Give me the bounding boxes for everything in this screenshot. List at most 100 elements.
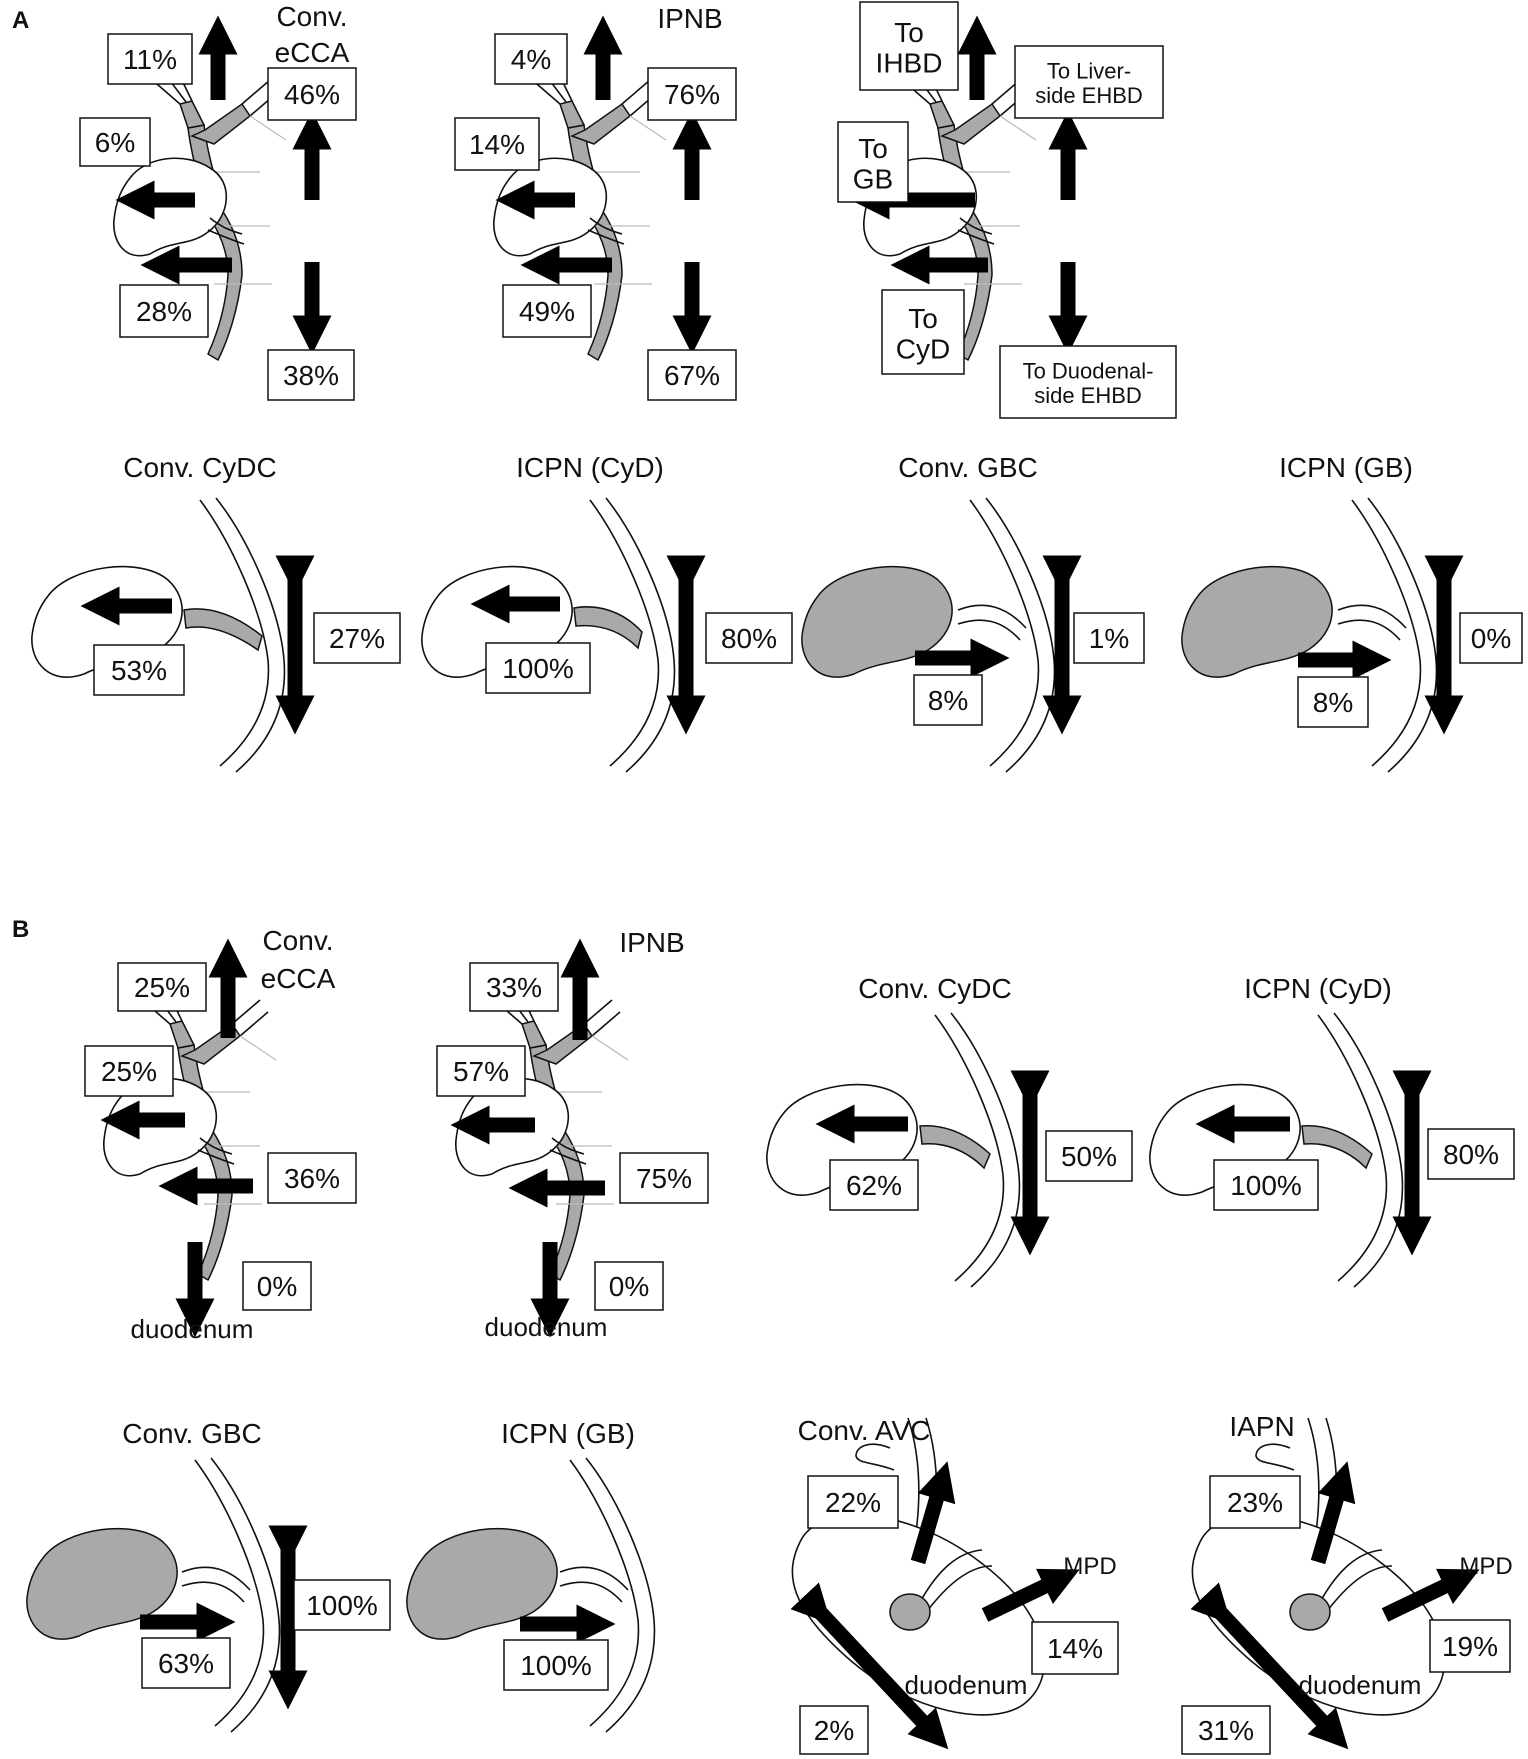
a-legend-to-cyd-line1: To: [908, 303, 938, 334]
a-conv-cydc-gb-pct: 53%: [93, 644, 185, 696]
b-icpn-gb-cyd-pct-text: 100%: [520, 1650, 592, 1681]
b-icpn-gb-title: ICPN (GB): [501, 1418, 635, 1449]
a-conv-gbc-gb: [801, 565, 953, 678]
b-conv-ecca-title-1: Conv.: [262, 925, 333, 956]
b-conv-ecca-cyd-pct: 36%: [267, 1152, 357, 1204]
b-conv-ecca-bile-tree: [102, 987, 277, 1281]
a-icpn-cyd-title: ICPN (CyD): [516, 452, 664, 483]
b-conv-ecca-duod-pct: 0%: [242, 1261, 312, 1311]
b-conv-avc-cbd-pct: 22%: [807, 1475, 899, 1529]
b-icpn-cyd-cystic-duct: [1301, 1125, 1373, 1170]
a-legend-to-ihbd-line2: IHBD: [876, 48, 943, 79]
b-icpn-cyd-gb-pct: 100%: [1213, 1159, 1319, 1211]
b-conv-gbc-gb: [26, 1527, 178, 1640]
b-conv-avc-mpd-label: MPD: [1063, 1553, 1116, 1580]
b-conv-cydc-ehbd-pct: 50%: [1045, 1130, 1133, 1182]
a-conv-gbc-ehbd-pct: 1%: [1073, 612, 1145, 664]
b-icpn-gb-cbd: [569, 1457, 656, 1733]
b-iapn-cbd-arrow: [1310, 1461, 1356, 1565]
a-conv-cydc-cystic-duct: [183, 608, 263, 652]
b-conv-avc-title: Conv. AVC: [798, 1415, 931, 1446]
b-ipnb-ihbd-pct-text: 33%: [486, 972, 542, 1003]
b-conv-ecca-gb-pct-text: 25%: [101, 1056, 157, 1087]
a-ipnb-liver-pct-text: 76%: [664, 79, 720, 110]
b-iapn-cbd-pct: 23%: [1209, 1475, 1301, 1529]
a-icpn-gb-ehbd-pct-text: 0%: [1471, 623, 1511, 654]
a-conv-ecca-duod-pct-text: 38%: [283, 360, 339, 391]
b-conv-gbc-title: Conv. GBC: [122, 1418, 262, 1449]
a-conv-ecca-cyd-pct: 28%: [119, 284, 209, 338]
b-ipnb-cyd-pct: 75%: [619, 1152, 709, 1204]
a-conv-ecca-gb-pct: 6%: [79, 117, 151, 167]
a-legend-to-gb-line2: GB: [853, 164, 893, 195]
a-conv-cydc-ehbd-pct: 27%: [313, 612, 401, 664]
panel-letter-b: B: [12, 916, 29, 943]
b-icpn-gb-cyd-pct: 100%: [503, 1639, 609, 1691]
b-conv-ecca-cyd-pct-text: 36%: [284, 1163, 340, 1194]
a-icpn-cyd-gb-pct: 100%: [485, 642, 591, 694]
a-conv-gbc-ehbd-pct-text: 1%: [1089, 623, 1129, 654]
b-ipnb-gb-pct: 57%: [436, 1045, 526, 1097]
a-conv-ecca-ihbd-pct: 11%: [107, 33, 193, 85]
a-ipnb-gb-pct-text: 14%: [469, 129, 525, 160]
a-ipnb-liver-pct: 76%: [647, 67, 737, 121]
a-ipnb-title: IPNB: [657, 3, 722, 34]
b-iapn-duod-pct-text: 31%: [1198, 1715, 1254, 1746]
b-conv-ecca-gb-pct: 25%: [84, 1045, 174, 1097]
b-conv-ecca-ihbd-pct: 25%: [117, 962, 207, 1012]
b-conv-ecca-title-2: eCCA: [261, 963, 336, 994]
b-conv-ecca-duod-pct-text: 0%: [257, 1271, 297, 1302]
b-ipnb-bile-tree: [454, 987, 629, 1281]
a-icpn-cyd-ehbd-pct: 80%: [705, 612, 793, 664]
a-conv-cydc-title: Conv. CyDC: [123, 452, 277, 483]
b-icpn-gb-gb: [406, 1527, 558, 1640]
a-icpn-cyd-ehbd-pct-text: 80%: [721, 623, 777, 654]
b-conv-avc-cbd-arrow: [910, 1461, 956, 1565]
a-conv-cydc-gb-pct-text: 53%: [111, 655, 167, 686]
a-conv-ecca-cyd-pct-text: 28%: [136, 296, 192, 327]
b-conv-gbc-cyd-pct-text: 63%: [158, 1648, 214, 1679]
a-icpn-gb-title: ICPN (GB): [1279, 452, 1413, 483]
a-conv-gbc-cbd: [969, 497, 1056, 773]
a-ipnb-cyd-pct: 49%: [502, 284, 592, 338]
a-icpn-gb-ehbd-pct: 0%: [1459, 612, 1523, 664]
b-iapn-duodenum-label: duodenum: [1299, 1670, 1422, 1700]
a-legend-to-duod-line1: To Duodenal-: [1023, 359, 1154, 384]
b-iapn-mpd-pct: 19%: [1429, 1619, 1511, 1673]
a-icpn-gb-cyd-pct: 8%: [1297, 676, 1369, 728]
b-iapn-mpd-pct-text: 19%: [1442, 1631, 1498, 1662]
b-ipnb-cyd-pct-text: 75%: [636, 1163, 692, 1194]
a-legend-to-liver: To Liver-side EHBD: [1014, 45, 1164, 119]
b-conv-cydc-cystic-duct: [919, 1125, 991, 1170]
a-conv-gbc-title: Conv. GBC: [898, 452, 1038, 483]
a-legend-to-liver-line2: side EHBD: [1035, 83, 1143, 108]
a-legend-to-gb-line1: To: [858, 133, 888, 164]
b-iapn-duod-pct: 31%: [1181, 1705, 1271, 1755]
b-conv-cydc-title: Conv. CyDC: [858, 973, 1012, 1004]
b-conv-avc-duod-arrow: [790, 1582, 949, 1750]
a-conv-cydc-ehbd-pct-text: 27%: [329, 623, 385, 654]
a-icpn-gb-cyd-pct-text: 8%: [1313, 687, 1353, 718]
a-conv-ecca-duod-pct: 38%: [267, 349, 355, 401]
b-icpn-cyd-ehbd-pct: 80%: [1427, 1128, 1515, 1180]
b-iapn-duod-arrow: [1190, 1582, 1349, 1750]
b-iapn-mpd-label: MPD: [1459, 1553, 1512, 1580]
b-ipnb-gb-pct-text: 57%: [453, 1056, 509, 1087]
b-ipnb-title: IPNB: [619, 927, 684, 958]
b-conv-avc-duod-pct-text: 2%: [814, 1715, 854, 1746]
b-icpn-cyd-ehbd-pct-text: 80%: [1443, 1139, 1499, 1170]
a-legend-to-ihbd-line1: To: [894, 17, 924, 48]
b-conv-avc-cbd-pct-text: 22%: [825, 1487, 881, 1518]
a-conv-ecca-liver-pct-text: 46%: [284, 79, 340, 110]
b-ipnb-duod-pct: 0%: [594, 1261, 664, 1311]
b-conv-cydc-gb-pct: 62%: [829, 1159, 919, 1211]
b-conv-cydc-ehbd-pct-text: 50%: [1061, 1141, 1117, 1172]
a-icpn-gb-gb: [1181, 565, 1333, 678]
a-conv-ecca-ihbd-pct-text: 11%: [123, 44, 177, 75]
b-conv-gbc-ehbd-pct: 100%: [293, 1579, 391, 1631]
a-icpn-cyd-cystic-duct: [573, 606, 643, 650]
b-conv-avc-mpd-arrow: [981, 1568, 1080, 1622]
